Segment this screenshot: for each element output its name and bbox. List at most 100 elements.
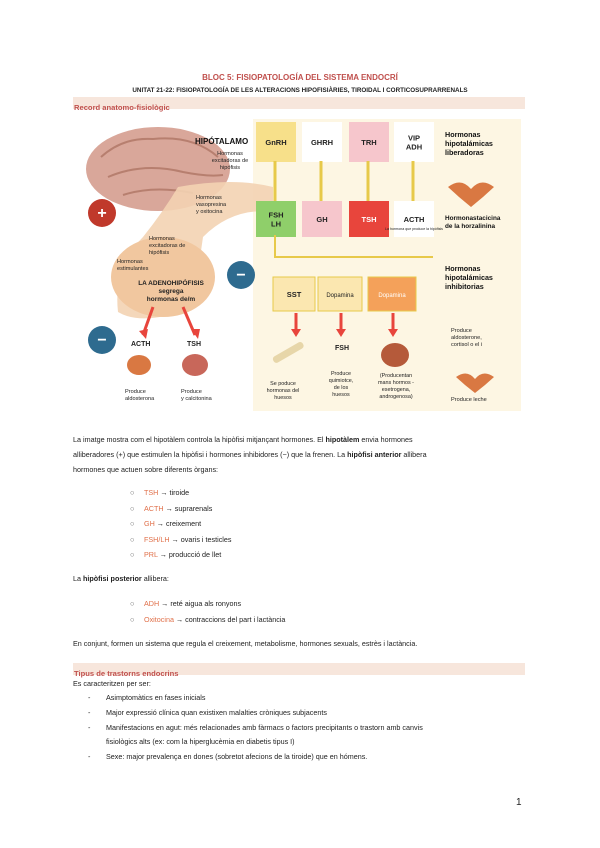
label-adenohipofisis: segrega (159, 288, 184, 295)
bullet-icon: ○ (130, 599, 135, 608)
bullet-icon: ○ (130, 488, 135, 497)
page-number: 1 (516, 797, 522, 808)
list-item: ○FSH/LH → ovaris i testicles (130, 535, 231, 544)
intro-text: alliberadores (+) que estimulen la hipòf… (73, 450, 348, 459)
intro-bold: hipotàlem (325, 435, 360, 444)
label-produce-gh: de los (334, 385, 349, 391)
hormone-name: GH (144, 519, 155, 528)
section-heading-bar: Record anatomo-fisiològic (73, 97, 525, 112)
label-produce-aldosterone: Produce (451, 328, 472, 334)
dash-icon: - (88, 693, 91, 702)
uterus-image (448, 182, 494, 207)
bullet-icon: ○ (130, 503, 135, 513)
posterior-intro: La hipòfisi posterior allibera: (73, 571, 527, 586)
inhibitory-hormone-label: Dopamina (378, 293, 406, 299)
minus-circle-icon (227, 261, 255, 289)
label-lactancia: de la horzalinina (445, 223, 496, 230)
label-produce-aldosterone: aldosterone, (451, 335, 482, 341)
label-vasopresina: Hormonas (196, 195, 222, 201)
hormone-target: → reté aigua als ronyons (159, 599, 242, 608)
posterior-bold: hipòfisi posterior (83, 574, 142, 583)
posterior-text: La (73, 574, 83, 583)
pituitary-hormone-label: ACTH (404, 215, 425, 224)
label-gonad: (Producentan (380, 373, 412, 379)
bullet-icon: ○ (130, 614, 135, 624)
type-characteristic: Manifestacions en agut: més relacionades… (106, 723, 423, 732)
intro-paragraph: La imatge mostra com el hipotàlem contro… (73, 432, 527, 477)
label-hormonas-excitadoras: Hormonas (217, 151, 243, 157)
list-item: -Asimptomàtics en fases inicials (88, 693, 205, 702)
label-tsh: TSH (187, 341, 201, 348)
section-heading-types: Tipus de trastorns endocrins (74, 669, 179, 678)
label-estimulantes: estimulantes (117, 266, 149, 272)
intro-text: La imatge mostra com el hipotàlem contro… (73, 435, 326, 444)
list-item: ○Oxitocina → contraccions del part i lac… (130, 615, 285, 624)
pituitary-hormone-label: TSH (362, 215, 377, 224)
list-item: - Sexe: major prevalença en dones (sobret… (88, 752, 367, 761)
label-hormonas-liberadoras: liberadoras (445, 148, 484, 157)
dash-icon: - (88, 752, 91, 761)
hypothalamic-hormone-box (256, 122, 296, 162)
uterus-image (456, 373, 494, 393)
label-hormonas-excitadoras: excitadoras de (212, 158, 248, 164)
pituitary-gland-shape (111, 237, 215, 317)
pituitary-hormone-box (394, 201, 434, 237)
label-hueso: huesos (274, 395, 292, 401)
label-hueso: Se poduce (270, 381, 296, 387)
label-lactancia: Hormonastacicina (445, 215, 501, 222)
intro-bold: hipòfisi anterior (347, 450, 402, 459)
inhibitory-hormone-label: SST (287, 290, 302, 299)
type-characteristic: Sexe: major prevalença en dones (sobreto… (106, 752, 368, 761)
label-excitadoras-hipofisis: excitadoras de (149, 243, 185, 249)
bullet-icon: ○ (130, 519, 135, 528)
type-characteristic: Major expressió clínica quan existixen m… (106, 708, 327, 717)
bullet-icon: ○ (130, 550, 135, 559)
inhibitory-hormone-box (367, 276, 417, 312)
label-adenohipofisis: hormonas de/m (147, 296, 196, 303)
document-subtitle: UNITAT 21-22: FISIOPATOLOGÍA DE LES ALTE… (132, 87, 468, 94)
conclusion-paragraph: En conjunt, formen un sistema que regula… (73, 639, 418, 648)
hormone-target: → creixement (154, 519, 202, 528)
hypothalamic-hormone-box (302, 122, 342, 162)
types-intro: Es caracteritzen per ser: (73, 679, 151, 688)
pituitary-hormone-box (302, 201, 342, 237)
list-item: ○TSH → tiroide (130, 488, 189, 497)
document-title: BLOC 5: FISIOPATOLOGÍA DEL SISTEMA ENDOC… (202, 73, 398, 82)
inhibitory-hormone-box (272, 276, 316, 312)
minus-sign: − (97, 332, 106, 349)
list-item: ○ GH → creixement (130, 519, 201, 528)
label-excitadoras-hipofisis: hipófisis (149, 250, 169, 256)
list-item: - Major expressió clínica quan existixen … (88, 708, 327, 717)
label-adenohipofisis: LA ADENOHIPÓFISIS (138, 278, 204, 287)
inhibitory-hormone-box (317, 276, 363, 312)
dash-icon: - (88, 723, 91, 732)
pituitary-hormone-label: FSH (269, 211, 284, 220)
label-produce-aldosterona: aldosterona (125, 396, 155, 402)
section-heading-anatomo: Record anatomo-fisiològic (74, 103, 170, 112)
hormone-name: FSH/LH (144, 534, 170, 544)
hypothalamic-hormone-label: TRH (361, 138, 376, 147)
hormone-name: ADH (144, 599, 160, 608)
label-hormonas-liberadoras: Hormonas (445, 130, 481, 139)
label-estimulantes: Hormonas (117, 259, 143, 265)
bone-image (272, 342, 304, 363)
hypothalamic-hormone-label: ADH (406, 143, 422, 152)
hormone-target: → suprarenals (163, 503, 213, 513)
label-hormonas-inhibitorias: Hormonas (445, 264, 481, 273)
hormone-name: Oxitocina (144, 614, 174, 624)
dash-icon: - (88, 708, 91, 717)
posterior-text: allibera: (141, 574, 169, 583)
thyroid-gland-image (182, 354, 208, 376)
label-gonad: esetrogena, (382, 387, 411, 393)
label-hipotalamo: HIPÓTALAMO (195, 137, 248, 146)
plus-sign: + (97, 205, 106, 222)
intro-text: envia hormones (359, 435, 413, 444)
list-item: ○ ADH → reté aigua als ronyons (130, 599, 241, 608)
label-hueso: hormonas del (267, 388, 300, 394)
hormone-name: PRL (144, 550, 158, 559)
label-excitadoras-hipofisis: Hormonas (149, 236, 175, 242)
hypothalamic-hormone-label: GHRH (311, 138, 333, 147)
label-hormonas-liberadoras: hipotalámicas (445, 139, 493, 148)
label-acth: ACTH (131, 341, 150, 348)
hormone-name: ACTH (144, 503, 164, 513)
